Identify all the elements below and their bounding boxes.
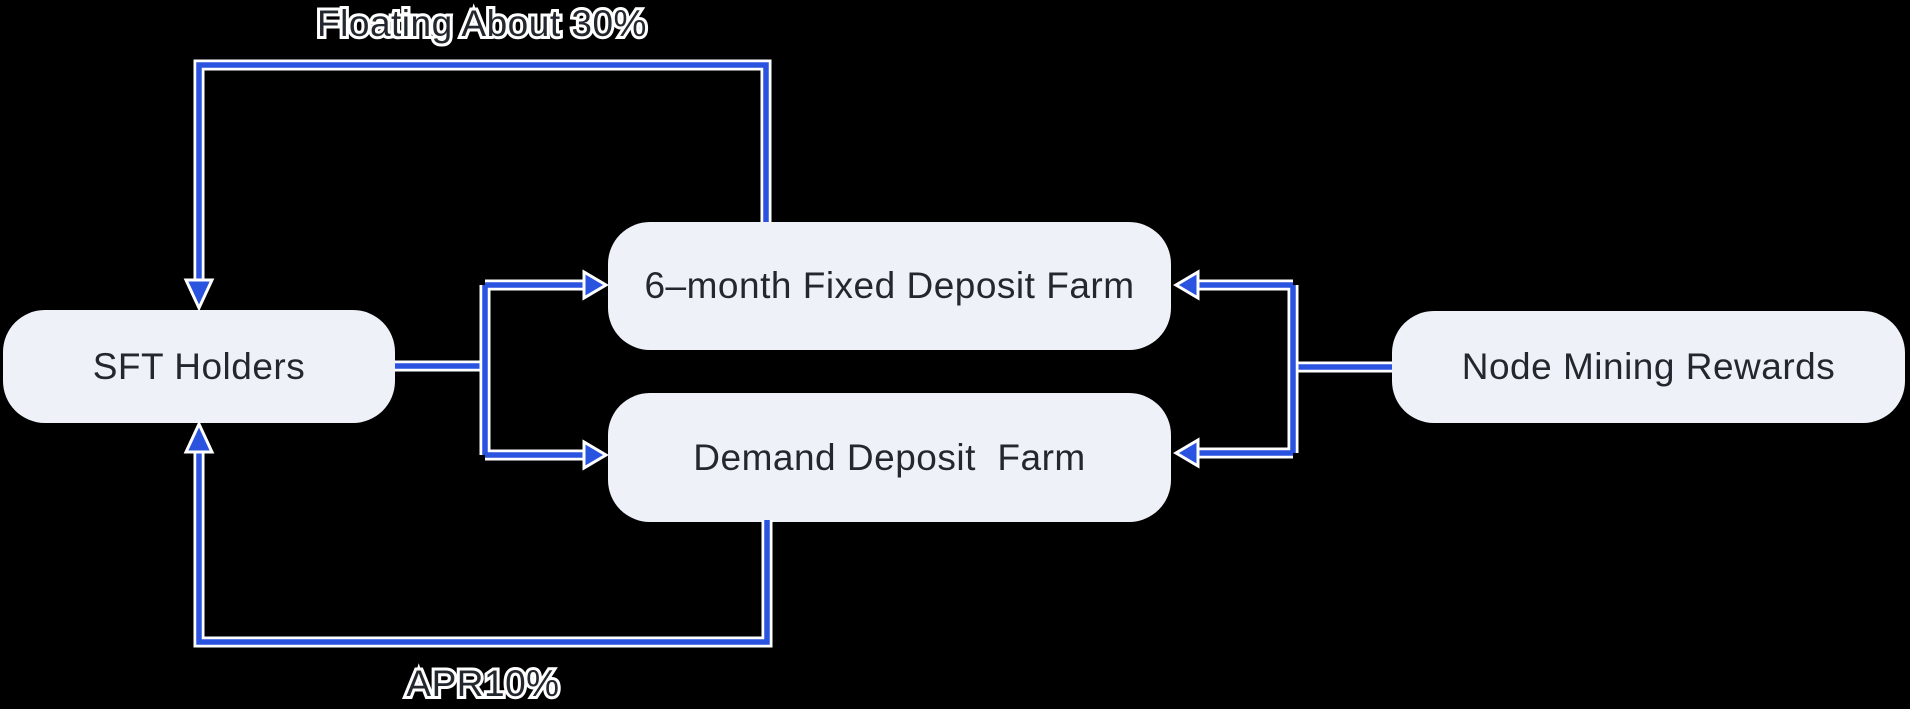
arrowhead-into-demand-right [1173, 437, 1200, 469]
arrowhead-into-demand-left [582, 439, 609, 471]
node-node-mining-rewards: Node Mining Rewards [1392, 311, 1905, 423]
node-sft-holders: SFT Holders [3, 310, 395, 423]
node-demand-deposit-farm-label: Demand Deposit Farm [693, 436, 1086, 478]
arrowhead-into-sft-top [183, 278, 215, 312]
node-node-mining-rewards-label: Node Mining Rewards [1461, 346, 1836, 387]
arrowhead-into-fixed-right [1173, 269, 1200, 301]
node-fixed-deposit-farm: 6–month Fixed Deposit Farm [608, 222, 1171, 350]
edge-sft-to-farms [395, 269, 609, 471]
label-floating-rate: Floating About 30% [317, 3, 647, 44]
arrowhead-into-fixed-left [582, 269, 609, 301]
label-apr-rate: APR10% [406, 663, 559, 704]
node-fixed-deposit-farm-label: 6–month Fixed Deposit Farm [644, 265, 1135, 306]
node-demand-deposit-farm: Demand Deposit Farm [608, 393, 1171, 522]
edge-node-to-farms [1173, 269, 1392, 469]
node-sft-holders-label: SFT Holders [92, 345, 306, 387]
arrowhead-into-sft-bottom [183, 420, 215, 454]
